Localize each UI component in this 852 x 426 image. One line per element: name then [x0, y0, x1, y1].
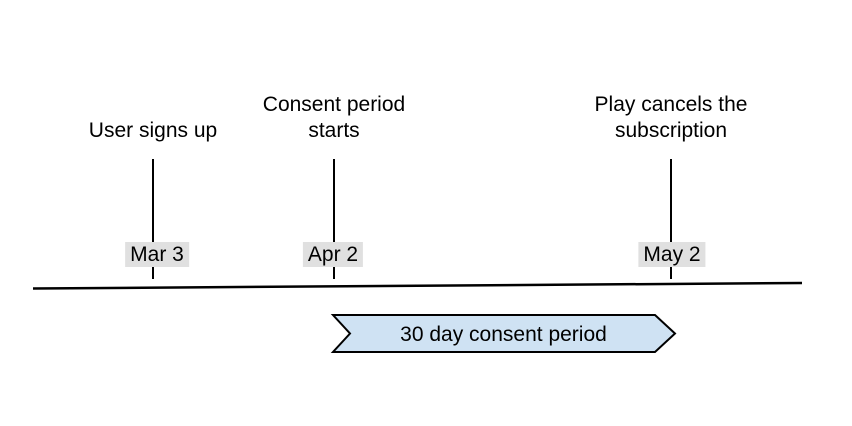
- timeline-axis: [32, 281, 803, 290]
- event-label-consent-start: Consent period starts: [262, 93, 406, 142]
- consent-period-banner-label: 30 day consent period: [400, 323, 607, 346]
- event-date-badge-signup: Mar 3: [125, 242, 189, 267]
- event-date-badge-consent-start: Apr 2: [302, 242, 364, 267]
- event-date-badge-cancel: May 2: [638, 242, 706, 267]
- event-label-signup: User signs up: [88, 119, 218, 142]
- event-tick-cancel: [670, 159, 672, 279]
- event-label-cancel: Play cancels the subscription: [594, 93, 748, 142]
- consent-period-banner-shape: [330, 314, 677, 353]
- event-tick-signup: [152, 159, 154, 279]
- event-tick-consent-start: [333, 159, 335, 279]
